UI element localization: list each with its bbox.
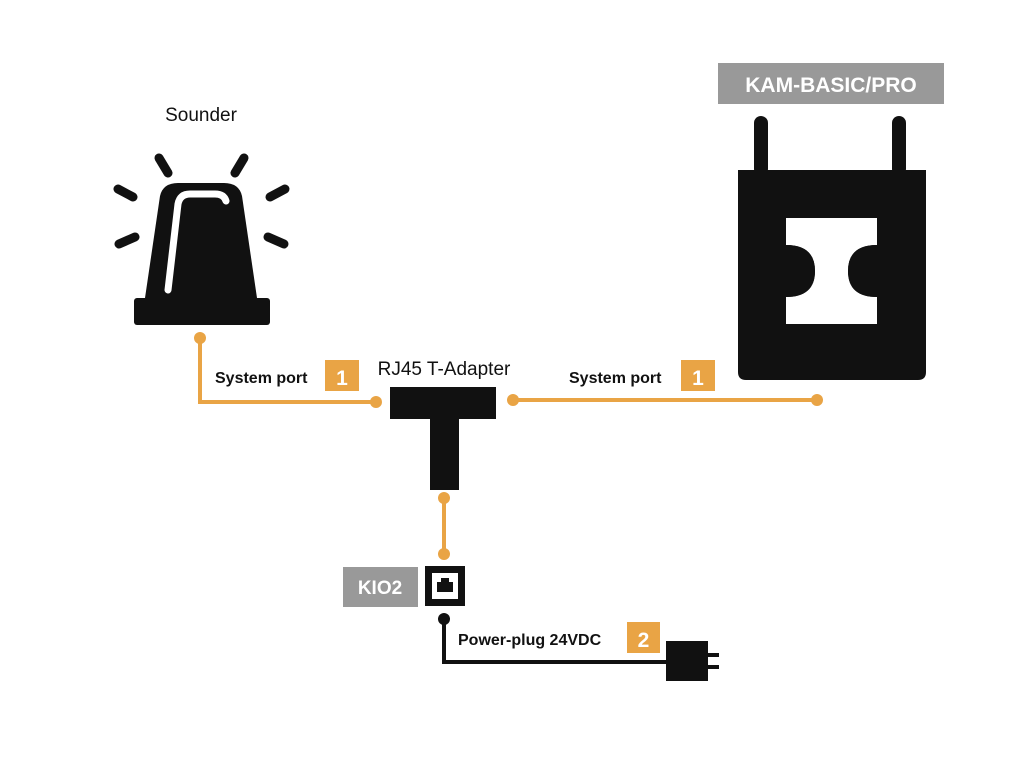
svg-text:Sounder: Sounder: [165, 105, 238, 126]
cable-adapter-to-kio: [438, 492, 450, 560]
svg-text:System port: System port: [569, 370, 662, 387]
svg-text:1: 1: [692, 367, 704, 390]
system-port-right: System port 1: [569, 360, 715, 391]
siren-icon: [113, 153, 290, 325]
system-port-left: System port 1: [215, 360, 359, 391]
svg-text:RJ45 T-Adapter: RJ45 T-Adapter: [378, 359, 511, 380]
rj45-socket-icon: [425, 566, 465, 606]
cable-adapter-to-kam: [507, 394, 823, 406]
svg-text:KIO2: KIO2: [358, 578, 402, 599]
cable-kio-to-power-plug: [438, 613, 666, 664]
port-badge-right: [681, 360, 715, 391]
svg-text:Power-plug 24VDC: Power-plug 24VDC: [458, 632, 602, 649]
kam-tag: KAM-BASIC/PRO: [718, 63, 944, 104]
svg-text:System port: System port: [215, 370, 308, 387]
t-adapter-label: RJ45 T-Adapter: [378, 359, 511, 380]
sounder-label: Sounder: [165, 105, 238, 126]
t-adapter-icon: [390, 387, 496, 490]
svg-text:2: 2: [638, 629, 650, 652]
port-badge-power: [627, 622, 660, 653]
power-plug-icon: [666, 641, 719, 681]
port-badge-left: [325, 360, 359, 391]
cable-sounder-to-adapter: [194, 332, 382, 408]
svg-text:1: 1: [336, 367, 348, 390]
power-plug-label: Power-plug 24VDC 2: [458, 622, 660, 653]
router-with-antennas-icon: [738, 116, 926, 380]
kio-tag: KIO2: [343, 567, 418, 607]
svg-text:KAM-BASIC/PRO: KAM-BASIC/PRO: [745, 74, 917, 97]
